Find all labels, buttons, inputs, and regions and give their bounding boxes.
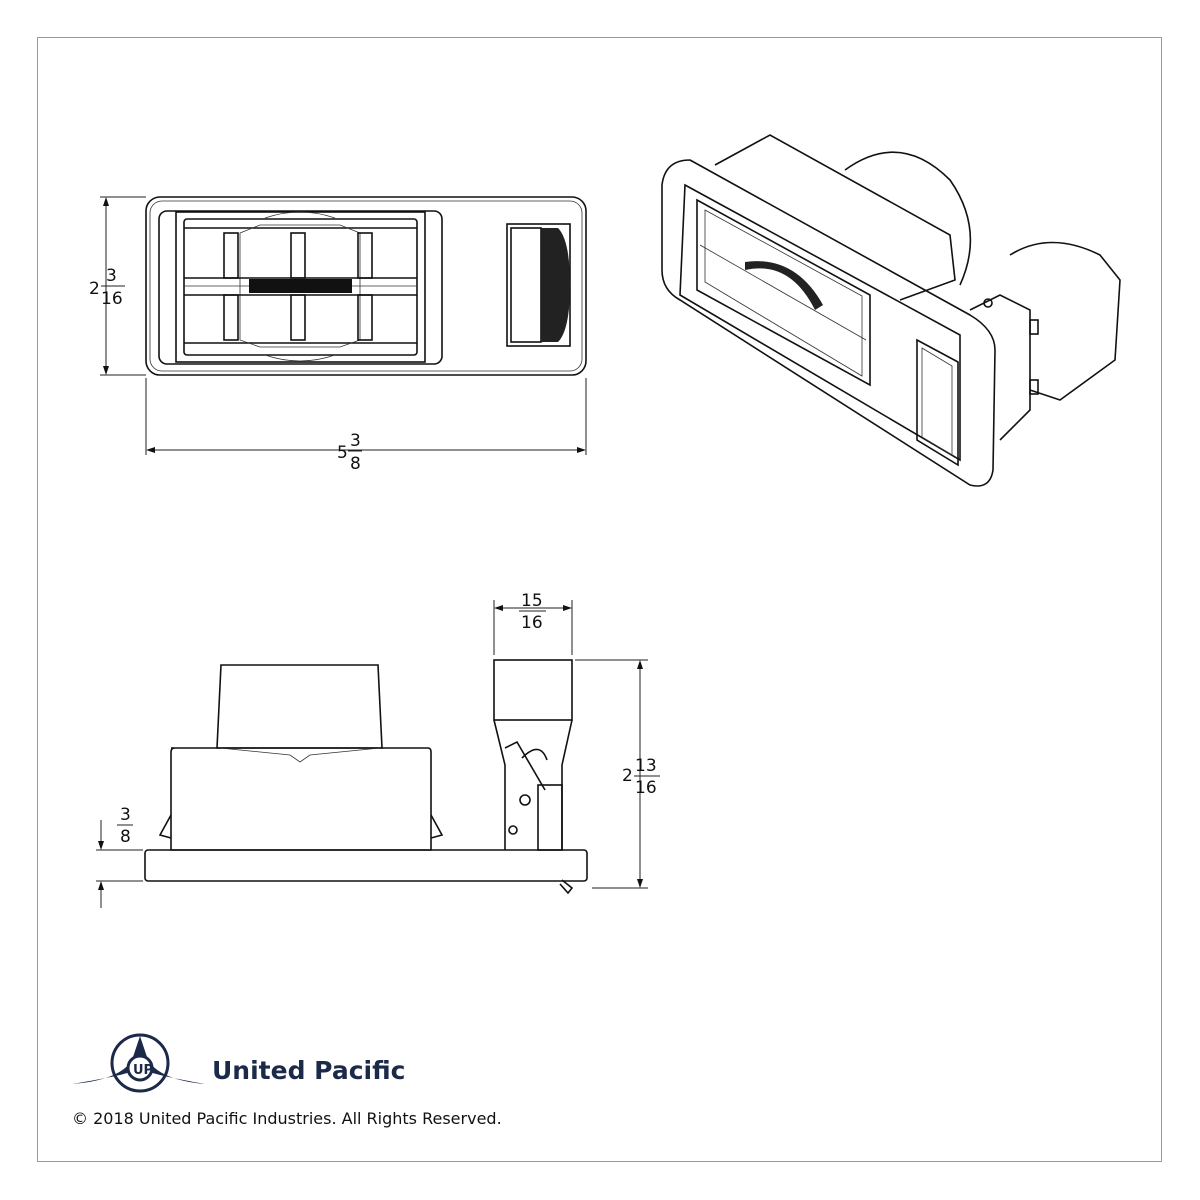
depth-dim-den: 16 — [521, 613, 543, 633]
front-view: 2 3 16 5 3 8 — [89, 196, 587, 474]
side-view: 15 16 2 13 16 3 8 — [96, 591, 660, 908]
isometric-view — [661, 134, 1121, 487]
width-dim-num: 3 — [350, 431, 361, 451]
height2-dim-whole: 2 — [622, 766, 633, 786]
drawing-border — [37, 37, 1162, 1162]
flange-dim-num: 3 — [120, 805, 131, 825]
brand-name: United Pacific — [212, 1056, 406, 1085]
height-dim-den: 16 — [101, 289, 123, 309]
height2-dim-den: 16 — [635, 778, 657, 798]
svg-text:UP: UP — [133, 1063, 153, 1078]
copyright-text: © 2018 United Pacific Industries. All Ri… — [72, 1109, 502, 1128]
height-dim-num: 3 — [106, 266, 117, 286]
depth-dim-num: 15 — [521, 591, 543, 611]
height-dim-whole: 2 — [89, 279, 100, 299]
flange-dim-den: 8 — [120, 827, 131, 847]
width-dim-whole: 5 — [337, 443, 348, 463]
united-pacific-logo: UP — [72, 1033, 205, 1093]
width-dim-den: 8 — [350, 454, 361, 474]
height2-dim-num: 13 — [635, 756, 657, 776]
